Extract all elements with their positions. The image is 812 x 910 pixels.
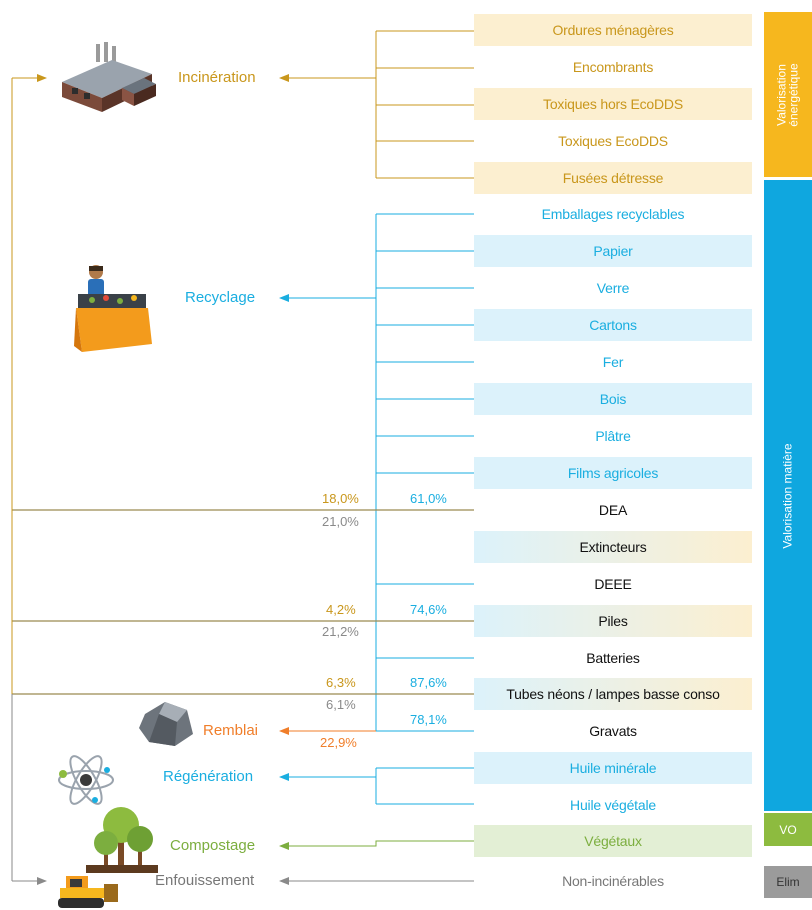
flow-piles: Piles bbox=[474, 605, 752, 637]
flow-dea: DEA bbox=[598, 502, 628, 518]
tree-icon bbox=[86, 807, 158, 873]
flow-toxiques-ecodds: Toxiques EcoDDS bbox=[558, 133, 668, 149]
bulldozer-icon bbox=[58, 876, 118, 908]
category-material-label: Valorisation matière bbox=[781, 442, 796, 549]
pct-piles-elim: 21,2% bbox=[322, 624, 359, 639]
category-organic-label: VO bbox=[779, 822, 797, 837]
flow-batteries: Batteries bbox=[586, 650, 640, 666]
flow-fer: Fer bbox=[602, 354, 624, 370]
category-valorisation-matiere: Valorisation matière bbox=[764, 180, 812, 811]
flow-toxiques-hors-ecodds: Toxiques hors EcoDDS bbox=[474, 88, 752, 120]
sorting-worker-icon bbox=[74, 265, 152, 352]
flow-verre: Verre bbox=[596, 280, 630, 296]
category-valorisation-energetique: Valorisation énergétique bbox=[764, 12, 812, 177]
flow-deee: DEEE bbox=[594, 576, 632, 592]
recyclage-bracket bbox=[279, 213, 474, 732]
category-energy-label: Valorisation énergétique bbox=[775, 62, 801, 127]
flow-ordures-menageres: Ordures ménagères bbox=[474, 14, 752, 46]
factory-icon bbox=[62, 42, 156, 112]
pct-tubes-energy: 6,3% bbox=[326, 675, 356, 690]
dest-incineration: Incinération bbox=[178, 69, 256, 86]
rock-icon bbox=[139, 702, 193, 746]
dest-recyclage: Recyclage bbox=[185, 289, 256, 306]
dest-regeneration: Régénération bbox=[163, 768, 254, 785]
incineration-bracket bbox=[279, 30, 474, 179]
flow-gravats: Gravats bbox=[589, 723, 637, 739]
category-vo: VO bbox=[764, 813, 812, 846]
flow-extincteurs: Extincteurs bbox=[474, 531, 752, 563]
dest-compostage: Compostage bbox=[170, 837, 256, 854]
pct-tubes-material: 87,6% bbox=[410, 675, 447, 690]
flow-papier: Papier bbox=[474, 235, 752, 267]
flow-tubes-neons: Tubes néons / lampes basse conso bbox=[474, 678, 752, 710]
pct-dea-energy: 18,0% bbox=[322, 491, 359, 506]
flow-cartons: Cartons bbox=[474, 309, 752, 341]
flow-huile-minerale: Huile minérale bbox=[474, 752, 752, 784]
pct-tubes-elim: 6,1% bbox=[326, 697, 356, 712]
dest-enfouissement: Enfouissement bbox=[155, 872, 255, 889]
flow-encombrants: Encombrants bbox=[572, 59, 654, 75]
flow-platre: Plâtre bbox=[595, 428, 631, 444]
flow-bois: Bois bbox=[474, 383, 752, 415]
split-lines bbox=[12, 509, 474, 695]
atom-icon bbox=[58, 755, 114, 805]
flow-non-incinerables: Non-incinérables bbox=[562, 873, 664, 889]
category-elim-label: Elim bbox=[776, 875, 800, 889]
pct-piles-material: 74,6% bbox=[410, 602, 447, 617]
pct-gravats-material: 78,1% bbox=[410, 712, 447, 727]
flow-vegetaux: Végétaux bbox=[474, 825, 752, 857]
pct-dea-material: 61,0% bbox=[410, 491, 447, 506]
flow-huile-vegetale: Huile végétale bbox=[570, 797, 656, 813]
flow-films-agricoles: Films agricoles bbox=[474, 457, 752, 489]
pct-dea-elim: 21,0% bbox=[322, 514, 359, 529]
dest-remblai: Remblai bbox=[203, 722, 259, 739]
flow-fusees-detresse: Fusées détresse bbox=[474, 162, 752, 194]
flow-emballages-recyclables: Emballages recyclables bbox=[541, 206, 685, 222]
pct-piles-energy: 4,2% bbox=[326, 602, 356, 617]
category-elim: Elim bbox=[764, 866, 812, 898]
pct-gravats-remblai: 22,9% bbox=[320, 735, 357, 750]
